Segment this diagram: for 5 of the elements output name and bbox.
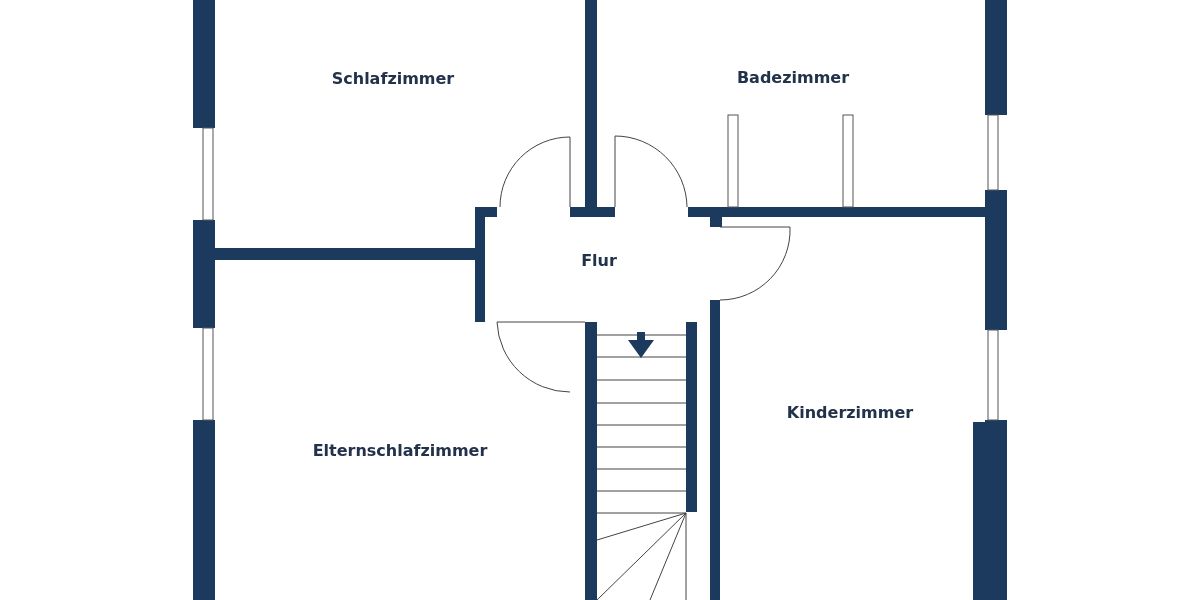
room-label: Flur (581, 250, 617, 270)
room-label: Schlafzimmer (331, 68, 455, 88)
room-label: Kinderzimmer (786, 402, 914, 422)
room-label: Badezimmer (736, 67, 850, 87)
room-label: Elternschlafzimmer (312, 440, 488, 460)
